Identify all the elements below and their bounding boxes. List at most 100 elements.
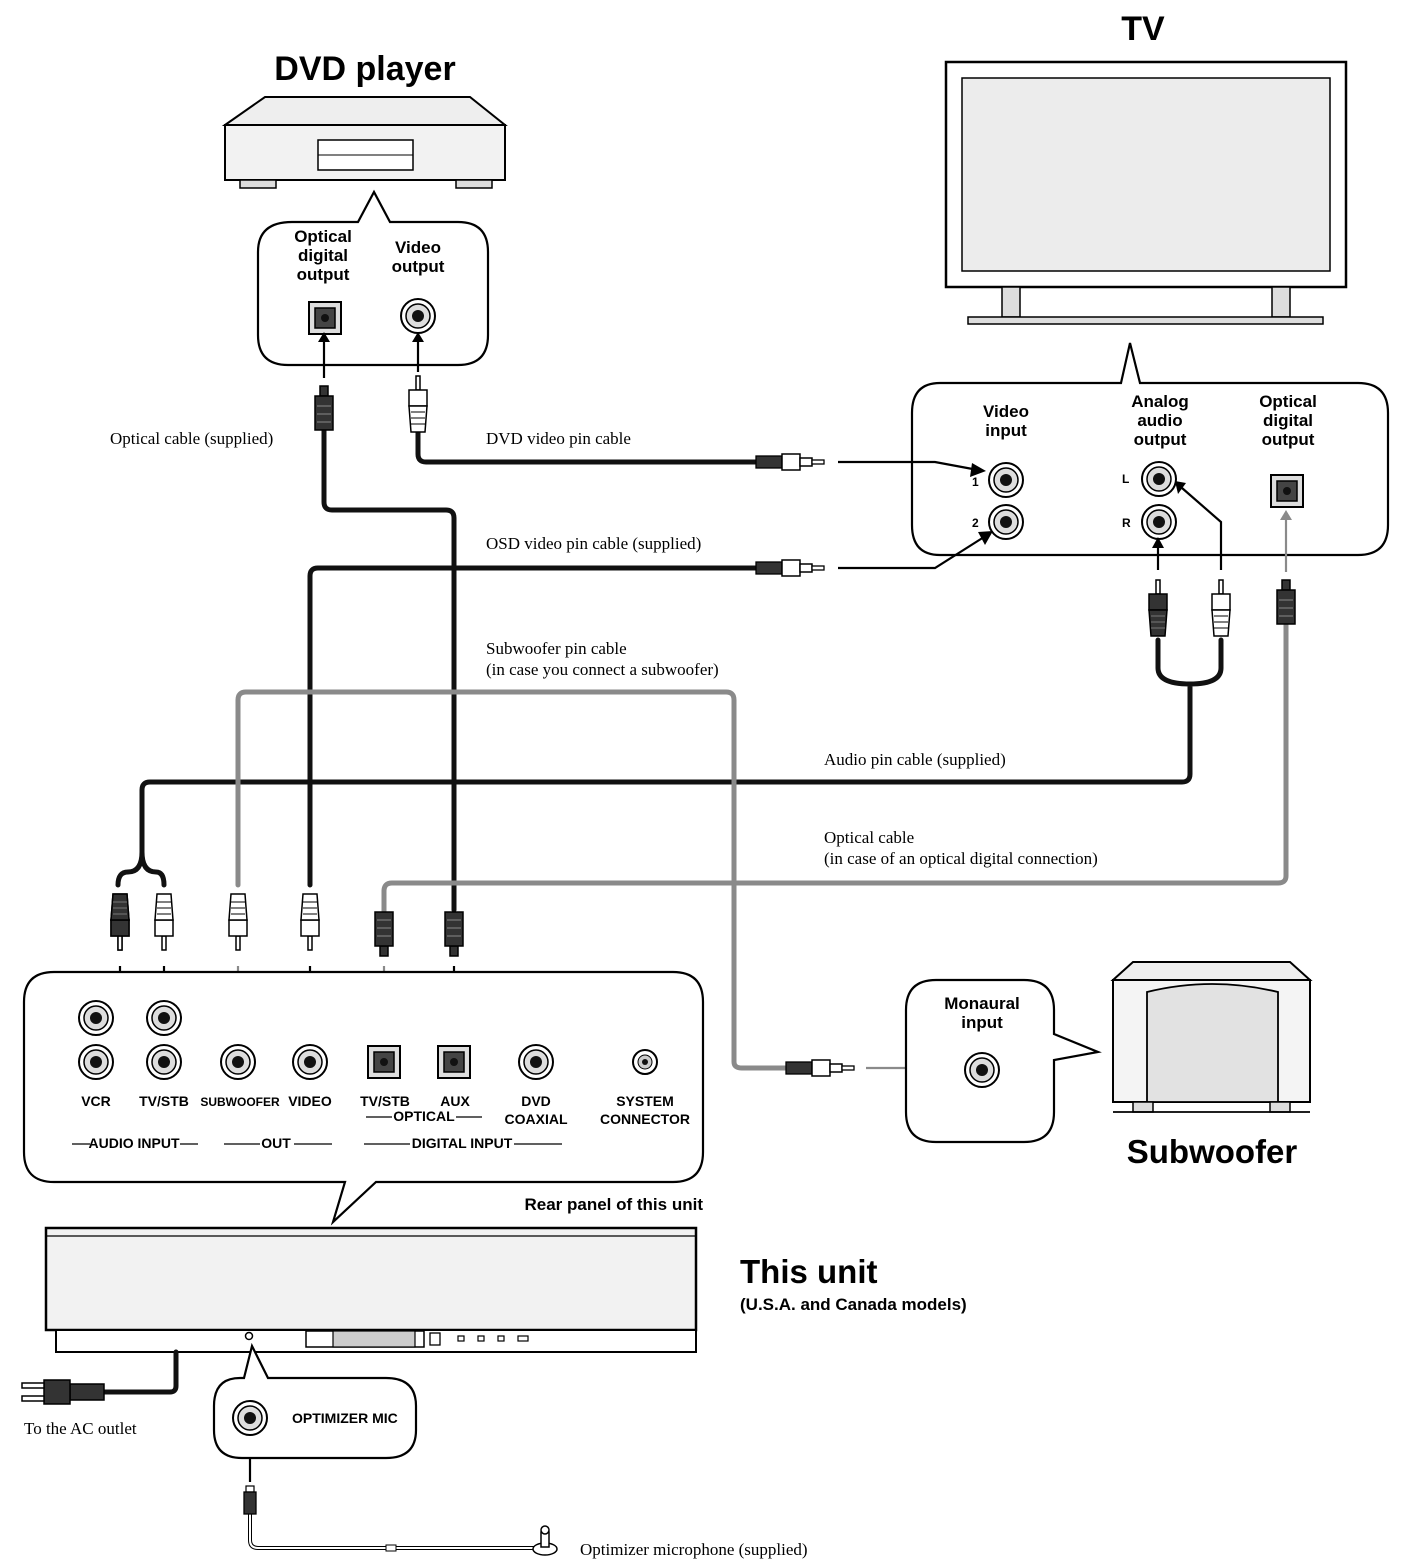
optical-cable-supplied-caption: Optical cable (supplied) (110, 429, 273, 448)
optimizer-mic-jack[interactable] (232, 1400, 268, 1436)
dvd-optical-label-1: Optical (294, 227, 352, 246)
audio-pin-plug-l (1211, 579, 1231, 637)
subwoofer-title: Subwoofer (1127, 1133, 1298, 1170)
tv-analog-label-2: audio (1137, 411, 1182, 430)
audio-plug-tvstb-side (154, 893, 174, 951)
dvd-coaxial-label-1: DVD (521, 1093, 551, 1109)
system-connector-label-1: SYSTEM (616, 1093, 674, 1109)
vcr-audio-jack-lower[interactable] (78, 1044, 114, 1080)
subwoofer-pin-caption-1: Subwoofer pin cable (486, 639, 627, 658)
dvd-coaxial-jack[interactable] (518, 1044, 554, 1080)
optical-tvstb-jack[interactable] (367, 1045, 401, 1079)
system-connector-jack[interactable] (632, 1049, 658, 1075)
monaural-label-1: Monaural (944, 994, 1020, 1013)
dvd-video-label-1: Video (395, 238, 441, 257)
tvstb-audio-jack-lower[interactable] (146, 1044, 182, 1080)
tv-optical-label-1: Optical (1259, 392, 1317, 411)
ac-plug-icon (21, 1379, 105, 1405)
tv-analog-l-jack[interactable] (1141, 461, 1177, 497)
video-out-label: VIDEO (288, 1093, 332, 1109)
dvd-optical-label-3: output (297, 265, 350, 284)
system-connector-label-2: CONNECTOR (600, 1111, 690, 1127)
tv-optical-jack[interactable] (1270, 474, 1304, 508)
audio-input-group-label: AUDIO INPUT (89, 1135, 180, 1151)
video-plug-unit (300, 893, 320, 951)
dvd-video-jack[interactable] (400, 298, 436, 334)
optical-aux-label: AUX (440, 1093, 470, 1109)
tv-optical-label-3: output (1262, 430, 1315, 449)
optical-plug-aux (444, 911, 464, 957)
dvd-player-icon (221, 96, 508, 189)
audio-pin-cable (115, 637, 1224, 888)
this-unit-models: (U.S.A. and Canada models) (740, 1295, 967, 1314)
vcr-label: VCR (81, 1093, 111, 1109)
optical-plug-tvstb (374, 911, 394, 957)
osd-video-pin-plug (755, 559, 825, 577)
tv-jack-1-label: 1 (972, 475, 979, 489)
optimizer-mic-caption: Optimizer microphone (supplied) (580, 1540, 808, 1559)
tv-video-input-1-jack[interactable] (988, 462, 1024, 498)
dvd-video-pin-cable (415, 427, 763, 465)
dvd-optical-plug (314, 385, 334, 431)
dvd-output-panel (256, 189, 490, 367)
optimizer-mic-panel (212, 1342, 418, 1460)
tv-video-input-2-jack[interactable] (988, 504, 1024, 540)
tvstb-audio-jack-upper[interactable] (146, 1000, 182, 1036)
tvstb-label: TV/STB (139, 1093, 189, 1109)
subwoofer-plug-unit (228, 893, 248, 951)
subwoofer-icon (1110, 961, 1313, 1113)
subwoofer-out-label: SUBWOOFER (200, 1095, 280, 1109)
dvd-optical-label-2: digital (298, 246, 348, 265)
dvd-player-title: DVD player (274, 50, 455, 88)
monaural-label-2: input (961, 1013, 1003, 1032)
tv-analog-r-jack[interactable] (1141, 504, 1177, 540)
subwoofer-cable-plug (785, 1059, 855, 1077)
tv-video-input-label-2: input (985, 421, 1027, 440)
optimizer-microphone-icon (532, 1525, 558, 1556)
osd-video-pin-caption: OSD video pin cable (supplied) (486, 534, 701, 553)
audio-pin-caption: Audio pin cable (supplied) (824, 750, 1006, 769)
digital-input-group-label: DIGITAL INPUT (412, 1135, 513, 1151)
dvd-video-plug (408, 375, 428, 433)
subwoofer-pin-cable (235, 689, 788, 1071)
tv-jack-l-label: L (1122, 472, 1129, 486)
tv-analog-label-3: output (1134, 430, 1187, 449)
optical-tvstb-label: TV/STB (360, 1093, 410, 1109)
osd-video-pin-cable (307, 565, 763, 888)
rear-panel-caption: Rear panel of this unit (524, 1195, 703, 1214)
optimizer-mic-cable (243, 1485, 538, 1552)
vcr-audio-jack-upper[interactable] (78, 1000, 114, 1036)
ac-power-cord (101, 1349, 179, 1395)
optical-aux-jack[interactable] (437, 1045, 471, 1079)
tv-icon (944, 60, 1348, 325)
ac-outlet-caption: To the AC outlet (24, 1419, 137, 1438)
this-unit-icon (44, 1226, 698, 1353)
tv-optical-label-2: digital (1263, 411, 1313, 430)
monaural-input-jack[interactable] (964, 1052, 1000, 1088)
tv-connection-panel (910, 342, 1390, 557)
dvd-video-label-2: output (392, 257, 445, 276)
subwoofer-pin-caption-2: (in case you connect a subwoofer) (486, 660, 719, 679)
rear-panel (22, 970, 705, 1226)
tv-jack-2-label: 2 (972, 516, 979, 530)
tv-optical-cable (381, 622, 1289, 915)
subwoofer-input-panel (904, 978, 1102, 1144)
optical-group-label: OPTICAL (393, 1108, 455, 1124)
subwoofer-out-jack[interactable] (220, 1044, 256, 1080)
out-group-label: OUT (261, 1135, 291, 1151)
optimizer-mic-label: OPTIMIZER MIC (292, 1410, 398, 1426)
tv-optical-plug (1276, 579, 1296, 625)
tv-jack-r-label: R (1122, 516, 1131, 530)
optical-cable-caption-2: (in case of an optical digital connectio… (824, 849, 1098, 868)
tv-title: TV (1121, 10, 1165, 48)
audio-pin-plug-r (1148, 579, 1168, 637)
optical-cable-caption-1: Optical cable (824, 828, 914, 847)
dvd-video-pin-plug (755, 453, 825, 471)
this-unit-title: This unit (740, 1253, 877, 1290)
video-out-jack[interactable] (292, 1044, 328, 1080)
dvd-optical-cable (321, 427, 457, 913)
dvd-video-pin-caption: DVD video pin cable (486, 429, 631, 448)
dvd-optical-jack[interactable] (308, 301, 342, 335)
dvd-coaxial-label-2: COAXIAL (505, 1111, 568, 1127)
